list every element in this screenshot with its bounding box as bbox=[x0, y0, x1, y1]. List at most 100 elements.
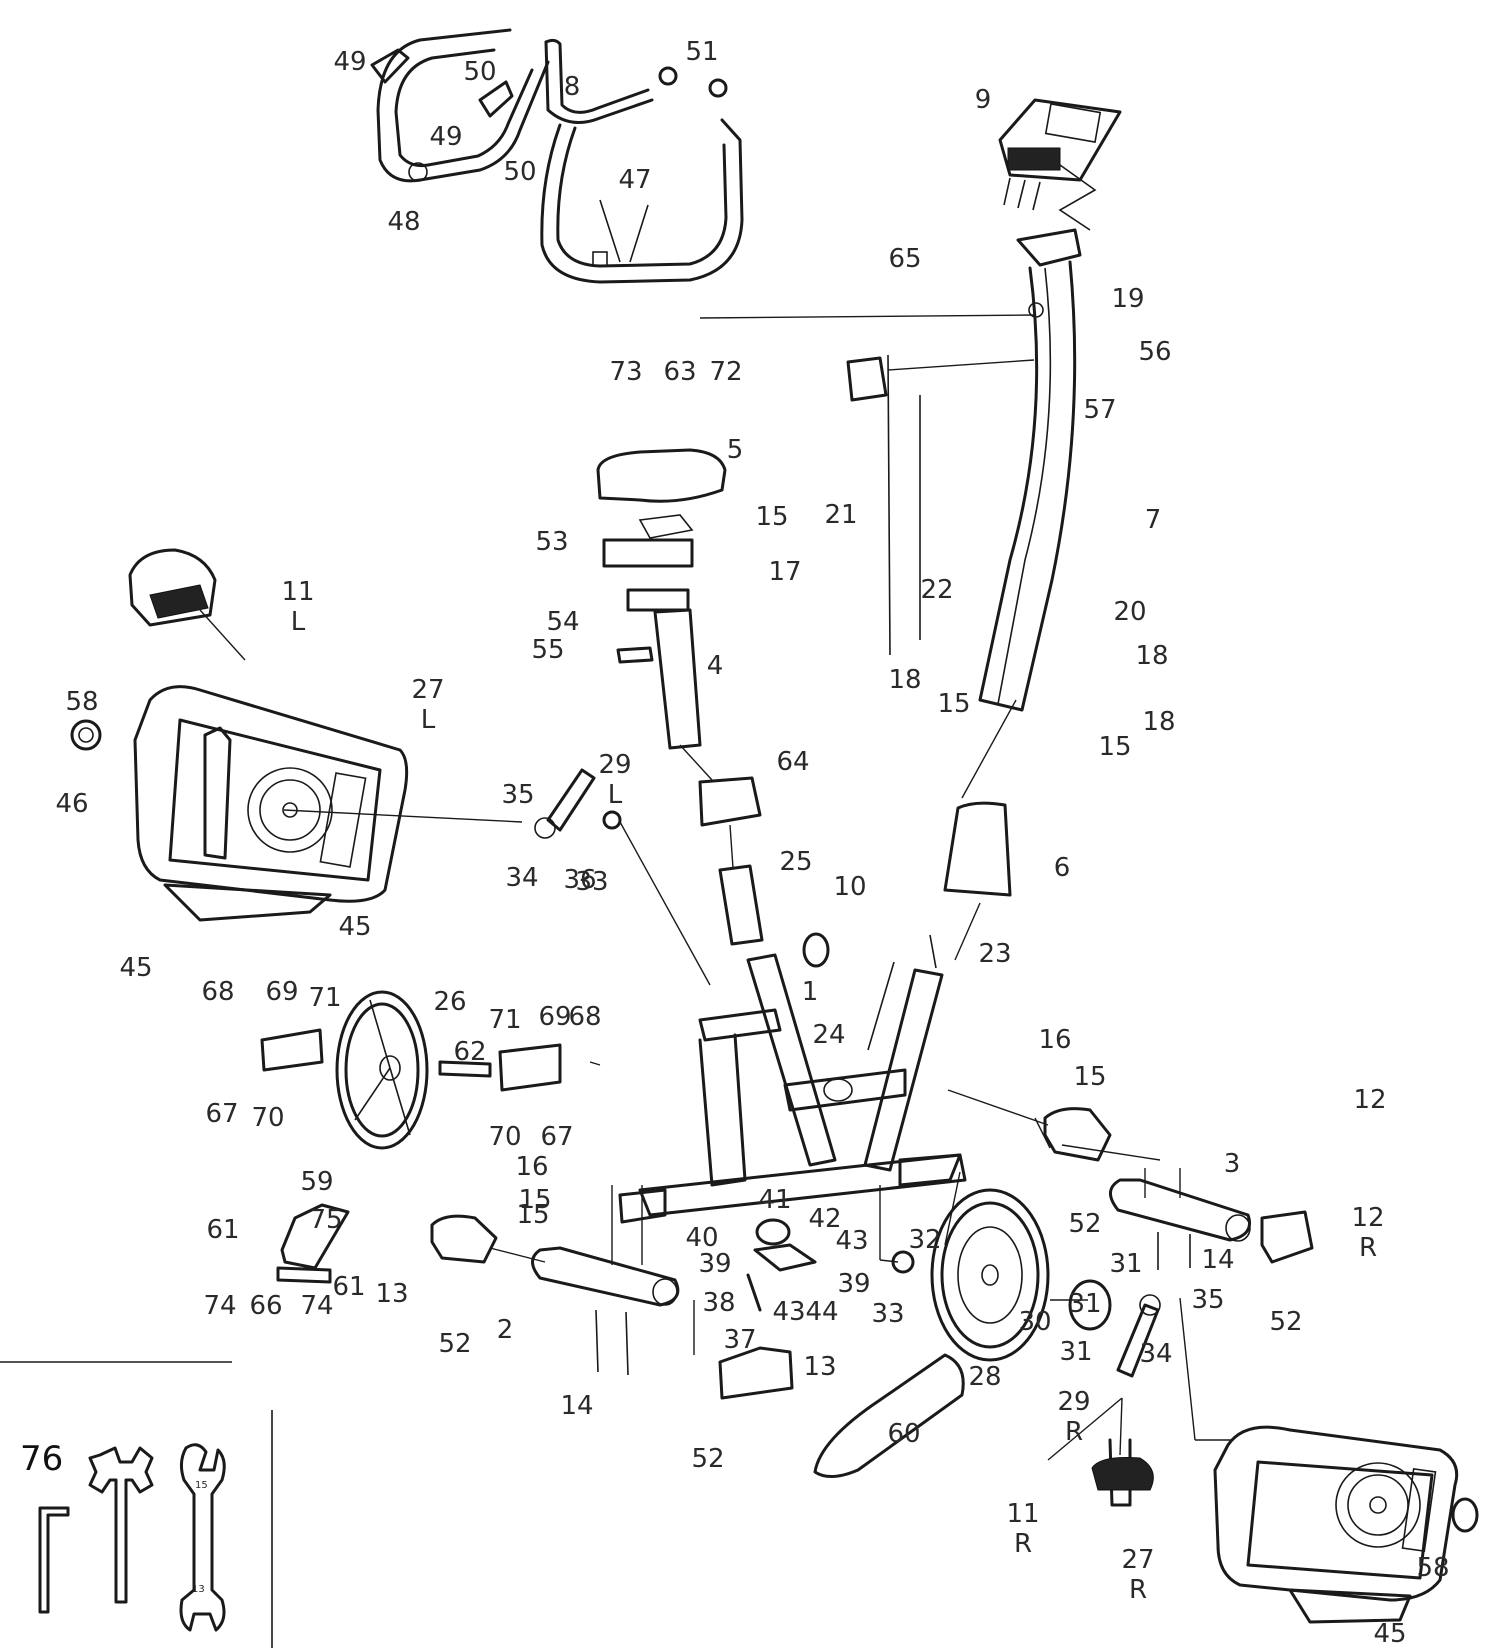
part-label: 41 bbox=[758, 1185, 791, 1215]
grip-49-b bbox=[478, 80, 514, 118]
svg-text:13: 13 bbox=[192, 1584, 205, 1595]
part-label: 61 bbox=[206, 1215, 239, 1245]
part-label: 18 bbox=[1142, 707, 1175, 737]
tools-label: 76 bbox=[20, 1439, 63, 1479]
part-label: 44 bbox=[805, 1297, 838, 1327]
part-label: 56 bbox=[1138, 337, 1171, 367]
part-label: 14 bbox=[1201, 1245, 1234, 1275]
part-label: 42 bbox=[808, 1204, 841, 1234]
part-label: 74 bbox=[300, 1291, 333, 1321]
hex-key-icon bbox=[38, 1506, 70, 1614]
part-label: 18 bbox=[1135, 641, 1168, 671]
part-label: 13 bbox=[803, 1352, 836, 1382]
handlebar-8 bbox=[540, 38, 744, 284]
part-label: 39 bbox=[698, 1249, 731, 1279]
pedal-11-left bbox=[128, 548, 217, 627]
part-label: 59 bbox=[300, 1167, 333, 1197]
part-label: 46 bbox=[55, 789, 88, 819]
pulley-41 bbox=[755, 1218, 791, 1246]
part-label: 12 bbox=[1353, 1085, 1386, 1115]
part-label: 70 bbox=[488, 1122, 521, 1152]
leader-lines bbox=[199, 314, 1232, 1461]
part-label: 75 bbox=[309, 1205, 342, 1235]
part-label: 15 bbox=[937, 689, 970, 719]
grip-49-a bbox=[370, 48, 410, 84]
seat-post-4 bbox=[653, 608, 702, 750]
part-label: 37 bbox=[723, 1325, 756, 1355]
part-label: 60 bbox=[887, 1419, 920, 1449]
part-label: 49 bbox=[333, 47, 366, 77]
part-label: 15 bbox=[1073, 1062, 1106, 1092]
endcap-12-r bbox=[1260, 1210, 1314, 1264]
seat-slider-53 bbox=[602, 538, 694, 568]
part-label: 36 bbox=[563, 865, 596, 895]
part-label: 69 bbox=[538, 1002, 571, 1032]
sleeve-25 bbox=[718, 864, 764, 946]
part-label: 57 bbox=[1083, 395, 1116, 425]
part-label: 55 bbox=[531, 635, 564, 665]
part-label: 45 bbox=[1373, 1619, 1406, 1648]
part-label: 17 bbox=[768, 557, 801, 587]
nut-51-b bbox=[708, 78, 728, 98]
part-label: 39 bbox=[837, 1269, 870, 1299]
endcap-13-b bbox=[718, 1346, 794, 1400]
part-label: 43 bbox=[835, 1226, 868, 1256]
bracket-39 bbox=[753, 1243, 817, 1272]
part-label: 61 bbox=[332, 1272, 365, 1302]
rod-66 bbox=[276, 1266, 332, 1284]
part-label: 48 bbox=[387, 207, 420, 237]
part-label: 73 bbox=[609, 357, 642, 387]
endcap-13 bbox=[430, 1214, 498, 1264]
cover-6 bbox=[943, 801, 1012, 897]
part-label: 54 bbox=[546, 607, 579, 637]
stabilizer-2 bbox=[531, 1246, 680, 1307]
bushing-64 bbox=[698, 776, 762, 827]
main-frame-1 bbox=[618, 953, 967, 1224]
open-wrench-icon bbox=[179, 1443, 226, 1632]
cable-24 bbox=[867, 961, 895, 1051]
bracket-right bbox=[498, 1043, 562, 1092]
part-label: 28 bbox=[968, 1362, 1001, 1392]
part-label: 5 bbox=[727, 435, 744, 465]
nut-51-a bbox=[658, 66, 678, 86]
part-label: 20 bbox=[1113, 597, 1146, 627]
part-label: 50 bbox=[503, 157, 536, 187]
tension-knob-top bbox=[846, 356, 888, 402]
part-label: 23 bbox=[978, 939, 1011, 969]
part-label: 34 bbox=[1139, 1339, 1172, 1369]
part-label: 25 bbox=[779, 847, 812, 877]
part-label: 52 bbox=[1068, 1209, 1101, 1239]
part-label: 2 bbox=[497, 1315, 514, 1345]
part-label: 69 bbox=[265, 977, 298, 1007]
right-cover-27 bbox=[1213, 1425, 1459, 1624]
spring-37 bbox=[746, 1273, 762, 1312]
console-9 bbox=[998, 98, 1122, 231]
part-label: 35 bbox=[501, 780, 534, 810]
clamp-54 bbox=[626, 588, 690, 612]
part-label: 21 bbox=[824, 500, 857, 530]
part-label: 16 bbox=[1038, 1025, 1071, 1055]
part-label: 14 bbox=[560, 1391, 593, 1421]
part-label: 30 bbox=[1018, 1307, 1051, 1337]
part-label: 52 bbox=[1269, 1307, 1302, 1337]
part-label: 68 bbox=[568, 1002, 601, 1032]
bracket-left bbox=[260, 1028, 324, 1072]
part-label: 53 bbox=[535, 527, 568, 557]
svg-text:15: 15 bbox=[195, 1480, 208, 1491]
part-label: 49 bbox=[429, 122, 462, 152]
part-label: 43 bbox=[772, 1297, 805, 1327]
bearing-33-a bbox=[602, 810, 622, 830]
part-label: 15 bbox=[755, 502, 788, 532]
tools-box-76: 76 15 13 bbox=[0, 1361, 273, 1648]
tension-23 bbox=[929, 934, 937, 969]
part-label: 15 bbox=[1098, 732, 1131, 762]
part-label: 19 bbox=[1111, 284, 1144, 314]
part-label: 10 bbox=[833, 872, 866, 902]
